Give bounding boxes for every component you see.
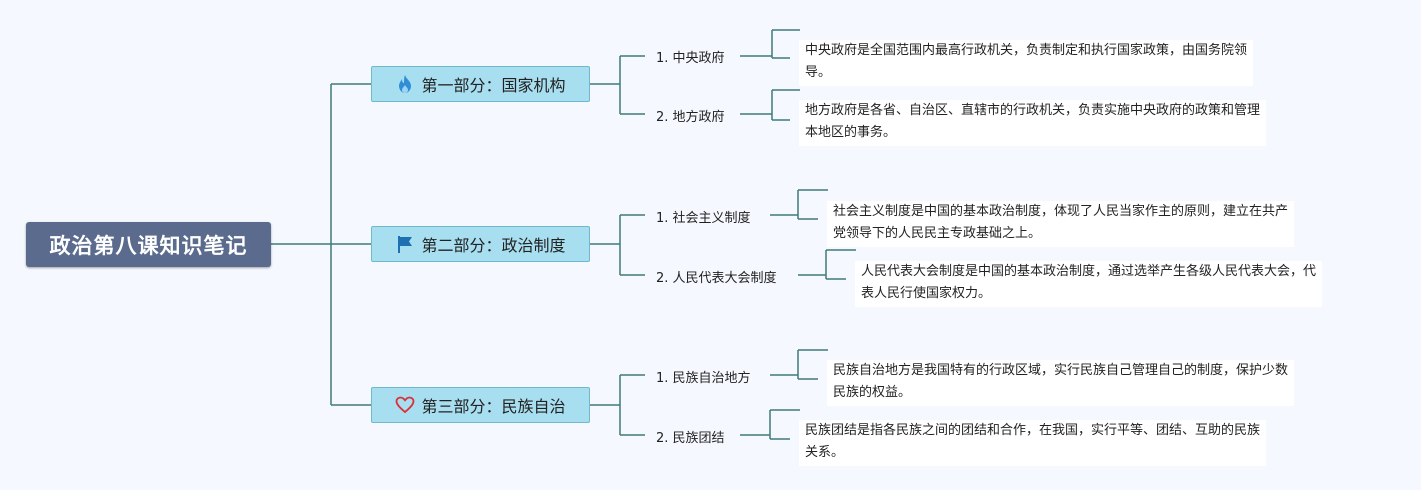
subtopic-2-1[interactable]: 1. 社会主义制度 [656,211,751,226]
connector-branch-3-leaves [590,374,645,436]
heart-icon [395,395,415,415]
subtopic-3-1[interactable]: 1. 民族自治地方 [656,371,751,386]
subtopic-1-2[interactable]: 2. 地方政府 [656,110,725,125]
fire-icon [395,74,415,94]
description-line: 民族的权益。 [833,385,912,400]
connector-branch-2-leaves [590,214,645,276]
description-line: 党领导下的人民民主专政基础之上。 [833,226,1042,241]
subtopic-3-2[interactable]: 2. 民族团结 [656,431,725,446]
branch-topic-2[interactable]: 第二部分：政治制度 [371,226,590,262]
connector-desc-2-2 [798,249,856,280]
branch-label-1: 第一部分：国家机构 [421,76,566,95]
connector-desc-3-2 [740,409,800,440]
branch-label-2: 第二部分：政治制度 [421,236,566,255]
description-line: 社会主义制度是中国的基本政治制度，体现了人民当家作主的原则，建立在共产 [833,204,1289,219]
connector-desc-1-2 [740,89,800,121]
description-2-2[interactable]: 人民代表大会制度是中国的基本政治制度，通过选举产生各级人民代表大会，代 表人民行… [855,261,1323,307]
flag-icon [395,234,415,254]
description-2-1[interactable]: 社会主义制度是中国的基本政治制度，体现了人民当家作主的原则，建立在共产 党领导下… [827,201,1295,247]
description-line: 民族团结是指各民族之间的团结和合作，在我国，实行平等、团结、互助的民族 [805,423,1261,438]
subtopic-1-1[interactable]: 1. 中央政府 [656,51,725,66]
description-line: 本地区的事务。 [805,125,897,140]
description-1-1[interactable]: 中央政府是全国范围内最高行政机关，负责制定和执行国家政策，由国务院领 导。 [799,40,1254,86]
description-3-2[interactable]: 民族团结是指各民族之间的团结和合作，在我国，实行平等、团结、互助的民族 关系。 [799,420,1267,466]
description-line: 地方政府是各省、自治区、直辖市的行政机关，负责实施中央政府的政策和管理 [805,103,1261,118]
connector-branch-1-leaves [590,55,645,115]
connector-desc-3-1 [770,349,828,380]
branch-topic-1[interactable]: 第一部分：国家机构 [371,66,590,102]
description-line: 导。 [805,65,832,80]
description-line: 中央政府是全国范围内最高行政机关，负责制定和执行国家政策，由国务院领 [805,43,1248,58]
description-3-1[interactable]: 民族自治地方是我国特有的行政区域，实行民族自己管理自己的制度，保护少数 民族的权… [827,360,1295,406]
branch-label-3: 第三部分：民族自治 [421,397,566,416]
description-line: 人民代表大会制度是中国的基本政治制度，通过选举产生各级人民代表大会，代 [861,264,1317,279]
connector-desc-1-1 [740,29,800,59]
connector-desc-2-1 [770,189,828,220]
description-line: 民族自治地方是我国特有的行政区域，实行民族自己管理自己的制度，保护少数 [833,363,1289,378]
root-topic[interactable]: 政治第八课知识笔记 [26,222,271,267]
description-line: 表人民行使国家权力。 [861,286,992,301]
description-1-2[interactable]: 地方政府是各省、自治区、直辖市的行政机关，负责实施中央政府的政策和管理 本地区的… [799,100,1267,146]
branch-topic-3[interactable]: 第三部分：民族自治 [371,387,590,423]
subtopic-2-2[interactable]: 2. 人民代表大会制度 [656,271,777,286]
description-line: 关系。 [805,445,845,460]
